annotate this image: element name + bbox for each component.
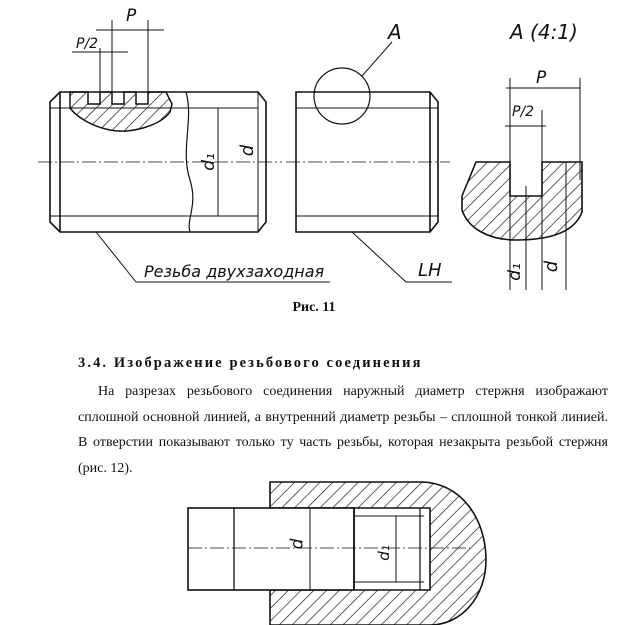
detail-a-dimensions [505, 78, 581, 290]
fig12-d-label: d [287, 538, 308, 550]
fig11-d-label: d [237, 144, 259, 157]
detail-a-section-hatch [461, 161, 583, 241]
detail-a-half-pitch-label: P/2 [512, 104, 535, 120]
fig12-rod [187, 507, 470, 591]
detail-a-pitch-label: P [536, 68, 547, 88]
fig11-diameter-dimensions [217, 92, 259, 232]
fig12-body-hatch [269, 481, 487, 625]
fig11-pitch-dimensions [72, 20, 164, 92]
section-heading: 3.4. Изображение резьбового соединения [78, 355, 423, 371]
detail-a-title: A (4:1) [510, 20, 578, 44]
fig11-left-leader [95, 231, 330, 283]
fig11-left-section-hatch [69, 91, 173, 132]
fig11-pitch-label: P [126, 6, 137, 26]
fig11-break-line [185, 91, 194, 233]
fig11-callout-lh: LH [418, 260, 442, 281]
fig11-half-pitch-label: P/2 [76, 36, 99, 52]
figure-11-caption: Рис. 11 [292, 300, 336, 315]
fig12-d1-label: d₁ [374, 545, 393, 561]
detail-a-d-label: d [541, 260, 563, 273]
paragraph-text: На разрезах резьбового соединения наружн… [78, 384, 608, 476]
fig11-middle-view [286, 41, 450, 233]
fig11-callout-double-start: Резьба двухзаходная [144, 262, 325, 281]
detail-a-marker: A [388, 20, 402, 44]
fig11-d1-label: d₁ [198, 153, 219, 171]
section-paragraph: На разрезах резьбового соединения наружн… [78, 379, 608, 481]
detail-a-d1-label: d₁ [504, 263, 525, 281]
fig11-middle-leader [351, 231, 452, 283]
